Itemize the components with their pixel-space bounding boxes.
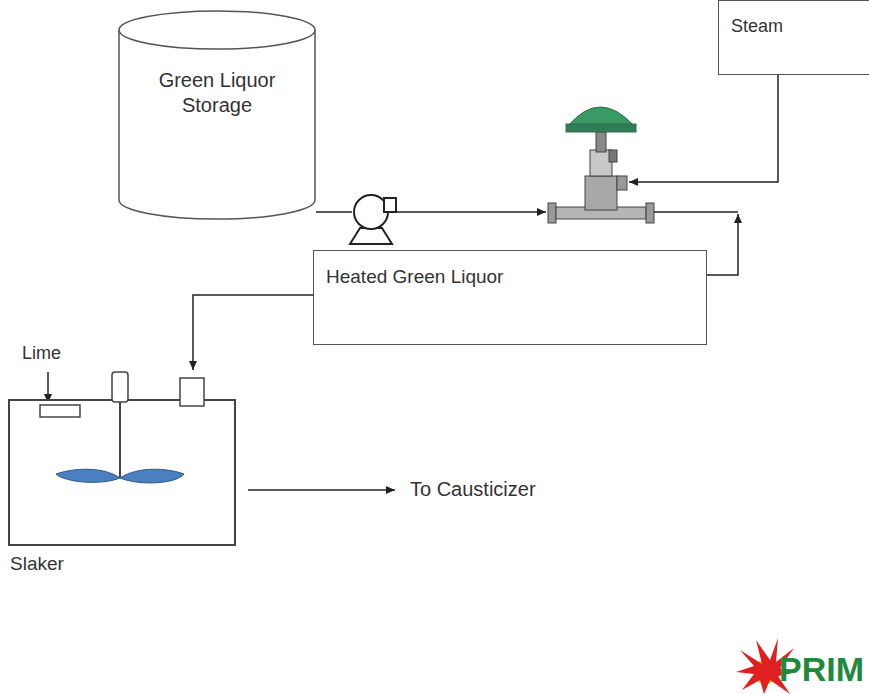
tank-outline	[8, 370, 245, 578]
node-text: Steam	[719, 1, 869, 46]
pipe-line	[702, 214, 738, 275]
feed-label: Lime	[22, 343, 61, 364]
lime-arrow	[47, 372, 49, 403]
node-text: Green Liquor Storage	[132, 68, 302, 118]
outlet-label: To Causticizer	[410, 478, 536, 501]
heated-liquor-box: Heated Green Liquor	[313, 250, 707, 345]
slaker-tank: Slaker	[8, 370, 245, 578]
flow-connector	[193, 295, 313, 370]
steam-box: Steam	[718, 0, 869, 75]
watermark-logo: PRIM	[779, 650, 864, 689]
steam-line	[629, 75, 778, 182]
storage-tank: Green Liquor Storage	[118, 10, 316, 220]
control-valve-symbol	[548, 107, 654, 223]
pipe-line	[396, 211, 546, 213]
outlet-arrow	[248, 489, 395, 491]
tank-name: Slaker	[10, 552, 64, 576]
pipe-line	[316, 211, 352, 213]
pump-symbol	[350, 195, 396, 244]
pipe-line	[654, 211, 738, 213]
node-text: Heated Green Liquor	[314, 251, 706, 297]
